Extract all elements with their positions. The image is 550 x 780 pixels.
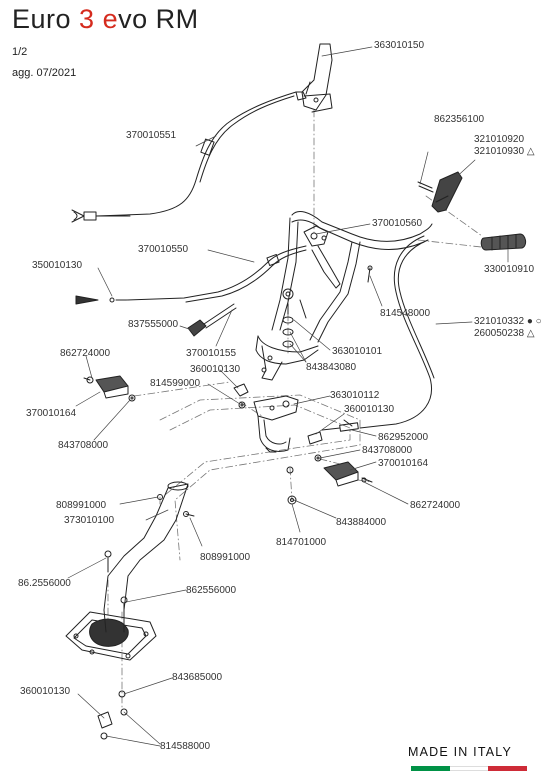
label-363010112: 363010112 [330,390,380,401]
label-370010164-left: 370010164 [26,408,77,419]
made-in-italy: MADE IN ITALY [408,745,513,759]
label-814548000: 814548000 [380,308,431,319]
page-number: 1/2 [12,46,28,58]
label-350010130: 350010130 [32,260,83,271]
steering-column-373010100 [103,481,195,611]
title-e: e [102,4,119,34]
screw-814548000 [367,265,373,283]
label-370010164-right: 370010164 [378,458,429,469]
label-360010130-right: 360010130 [344,404,395,415]
label-862724000-right: 862724000 [410,500,461,511]
label-370010155: 370010155 [186,348,237,359]
label-814588000: 814588000 [160,741,211,752]
lever-370010560 [303,225,341,289]
cable-370010551 [71,91,297,223]
clip-360010130-lower [97,690,128,740]
clip-360010130 [233,383,249,409]
label-843708000-right: 843708000 [362,445,413,456]
label-843884000: 843884000 [336,517,387,528]
italian-flag-stripe [411,766,528,771]
knob-837555000 [187,303,237,337]
brake-lever-321010920 [417,171,463,213]
label-862952000: 862952000 [378,432,429,443]
update-date: agg. 07/2021 [12,67,77,79]
pedal-left-370010164 [83,375,136,402]
label-814599000: 814599000 [150,378,201,389]
label-360010130-top: 360010130 [190,364,241,375]
label-260050238: 260050238 △ [474,328,535,339]
throttle-lever-363010150 [295,43,333,113]
label-837555000: 837555000 [128,319,179,330]
flag-green [411,766,450,771]
label-862556000-right: 862556000 [186,585,237,596]
flag-white [449,766,489,771]
title-prefix: Euro [12,4,80,34]
cable-370010550 [109,245,307,303]
label-862556000-left: 86.2556000 [18,578,71,589]
label-321010920: 321010920 [474,134,525,145]
label-370010551: 370010551 [126,130,177,141]
label-321010332: 321010332 ● ○ [474,316,542,327]
label-808991000-right: 808991000 [200,552,251,563]
bolts-862556000 [104,550,128,615]
title-number: 3 [79,4,95,34]
label-808991000-left: 808991000 [56,500,107,511]
cable-321010332 [321,235,435,432]
label-843843080: 843843080 [306,362,357,373]
label-363010150: 363010150 [374,40,425,51]
label-814701000: 814701000 [276,537,327,548]
bracket-363010112 [253,395,299,453]
handle-grip-330010910 [480,233,527,251]
label-862724000-left: 862724000 [60,348,111,359]
spring-350010130 [75,295,99,305]
assembly-lines [107,109,491,711]
label-862356100: 862356100 [434,114,485,125]
leader-lines [67,46,509,747]
label-321010930: 321010930 △ [474,146,535,157]
label-373010100: 373010100 [64,515,115,526]
washers-843843080 [282,288,294,348]
page-title: Euro 3 evo RM [12,4,199,35]
label-360010130-bottom: 360010130 [20,686,71,697]
handlebar-363010101 [255,211,433,381]
base-plate [65,609,157,661]
label-843685000: 843685000 [172,672,223,683]
label-363010101: 363010101 [332,346,383,357]
label-330010910: 330010910 [484,264,535,275]
label-843708000-left: 843708000 [58,440,109,451]
label-370010550: 370010550 [138,244,189,255]
label-370010560: 370010560 [372,218,423,229]
flag-red [488,766,528,771]
title-rest: vo RM [118,4,199,34]
